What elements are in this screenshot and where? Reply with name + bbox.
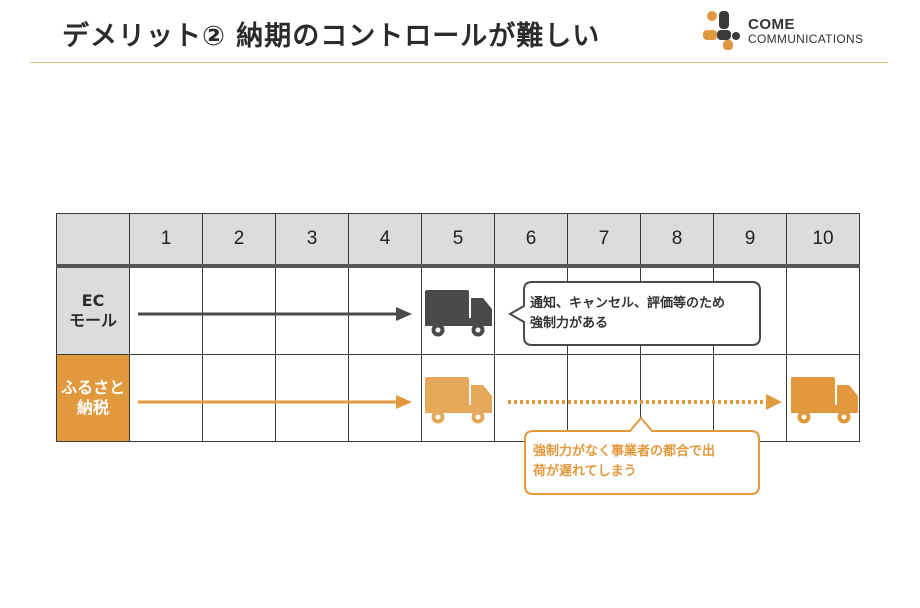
logo-mark-icon xyxy=(703,11,740,50)
table-row-furusato: ふるさと 納税 xyxy=(56,354,860,442)
title-divider xyxy=(30,62,888,63)
corner-cell xyxy=(56,213,130,268)
table-cell xyxy=(786,354,860,442)
table-cell xyxy=(275,265,349,355)
row-label-ec-mall: EC モール xyxy=(56,265,130,355)
table-cell xyxy=(786,265,860,355)
row-label-line: EC xyxy=(81,291,105,310)
table-cell xyxy=(202,265,276,355)
row-label-line: ふるさと xyxy=(60,378,125,397)
table-cell xyxy=(494,354,568,442)
company-logo: COME COMMUNICATIONS xyxy=(700,6,900,56)
logo-text-line2: COMMUNICATIONS xyxy=(748,32,864,46)
table-cell xyxy=(348,265,422,355)
ec-callout-text: 通知、キャンセル、評価等のため 強制力がある xyxy=(530,296,726,331)
table-cell xyxy=(567,354,641,442)
furusato-callout-text: 強制力がなく事業者の都合で出 荷が遅れてしまう xyxy=(533,444,716,479)
day-header: 9 xyxy=(713,213,787,268)
day-header: 4 xyxy=(348,213,422,268)
day-header: 5 xyxy=(421,213,495,268)
table-header-row: 1 2 3 4 5 6 7 8 9 10 xyxy=(56,213,860,268)
day-header: 6 xyxy=(494,213,568,268)
day-header: 1 xyxy=(129,213,203,268)
table-cell xyxy=(713,354,787,442)
table-cell xyxy=(129,265,203,355)
day-header: 10 xyxy=(786,213,860,268)
logo-text-line1: COME xyxy=(748,16,795,33)
day-header: 8 xyxy=(640,213,714,268)
table-cell xyxy=(421,265,495,355)
row-label-furusato: ふるさと 納税 xyxy=(56,354,130,442)
table-cell xyxy=(202,354,276,442)
page-title: デメリット② 納期のコントロールが難しい xyxy=(62,21,601,52)
row-label-line: モール xyxy=(68,311,117,330)
day-header: 2 xyxy=(202,213,276,268)
table-cell xyxy=(421,354,495,442)
day-header: 7 xyxy=(567,213,641,268)
table-cell xyxy=(640,354,714,442)
day-header: 3 xyxy=(275,213,349,268)
row-label-line: 納税 xyxy=(76,398,109,417)
table-cell xyxy=(275,354,349,442)
table-cell xyxy=(348,354,422,442)
delivery-schedule-table: 1 2 3 4 5 6 7 8 9 10 EC モール ふるさと 納税 xyxy=(56,213,860,442)
table-cell xyxy=(129,354,203,442)
